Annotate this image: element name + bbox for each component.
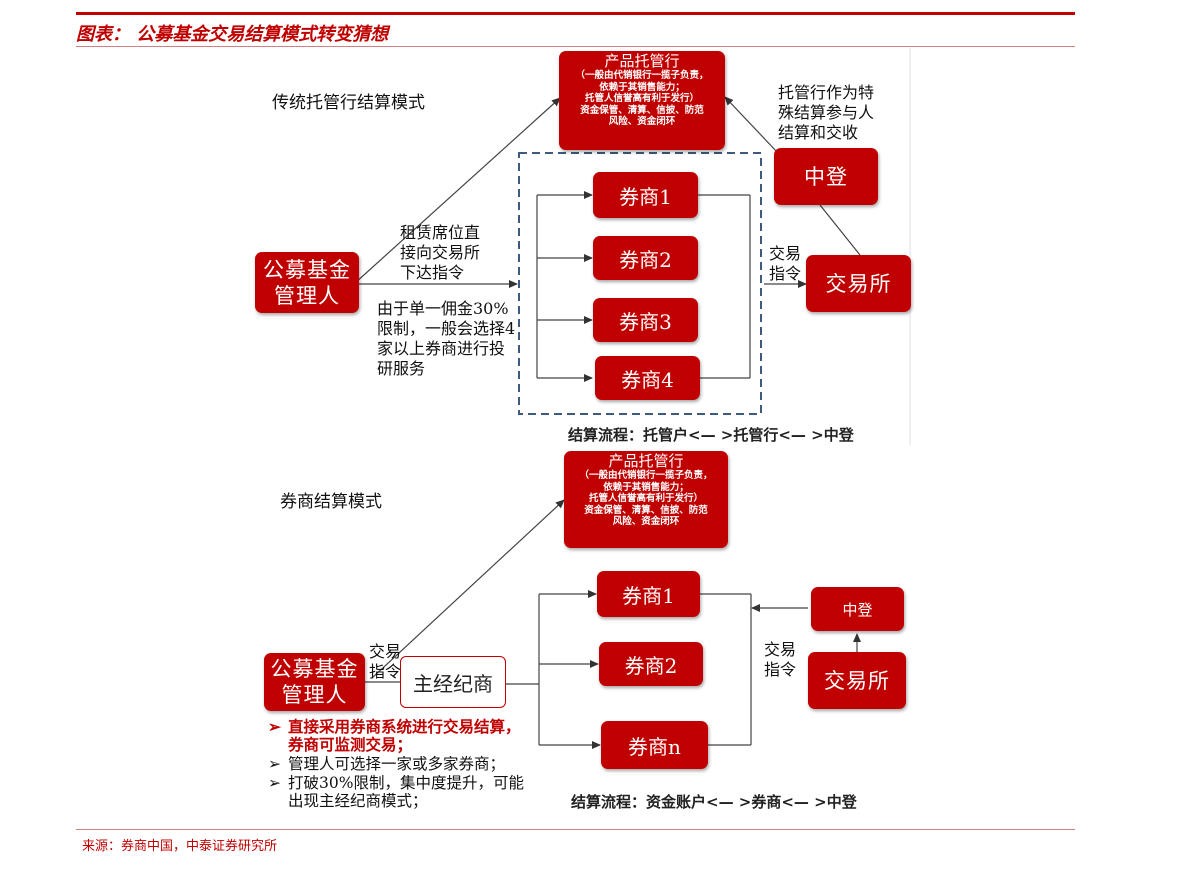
custodian-box-bottom: 产品托管行 （一般由代销银行一揽子负责， 依赖于其销售能力； 托管人信誉高有利于…: [564, 451, 728, 548]
exchange-label: 交易所: [825, 271, 892, 296]
notes-list: ➢ 直接采用券商系统进行交易结算，券商可监测交易； ➢ 管理人可选择一家或多家券…: [268, 718, 530, 811]
csdc-label: 中登: [804, 164, 848, 189]
prime-broker-box: 主经纪商: [400, 656, 506, 708]
broker-label: 券商4: [621, 367, 674, 392]
csdc-note: 托管行作为特殊结算参与人结算和交收: [778, 83, 875, 142]
top-rule: [76, 12, 1075, 15]
custodian-desc: （一般由代销银行一揽子负责， 依赖于其销售能力； 托管人信誉高有利于发行） 资金…: [579, 470, 713, 527]
broker-label: 券商1: [619, 184, 672, 209]
broker-1-box: 券商1: [593, 172, 698, 218]
note-text: 管理人可选择一家或多家券商；: [288, 755, 506, 773]
exchange-label: 交易所: [824, 668, 890, 693]
broker-1-box-b: 券商1: [597, 571, 700, 617]
arrow-bullet-icon: ➢: [268, 755, 281, 773]
broker-label: 券商3: [619, 309, 672, 334]
broker-4-box: 券商4: [595, 356, 700, 400]
note-item: ➢ 直接采用券商系统进行交易结算，券商可监测交易；: [268, 718, 530, 754]
fund-manager-box-top: 公募基金管理人: [255, 252, 359, 313]
footer-rule: [76, 829, 1075, 830]
broker-label: 券商n: [628, 734, 681, 759]
arrow-bullet-icon: ➢: [268, 774, 281, 792]
broker-mode-title: 券商结算模式: [280, 492, 382, 512]
line-exchange-csdc: [819, 204, 861, 256]
arrow-manager-to-custodian-b: [371, 499, 565, 679]
arrow-manager-to-custodian: [354, 97, 561, 284]
broker-label: 券商1: [622, 583, 675, 608]
note-item: ➢ 管理人可选择一家或多家券商；: [268, 755, 530, 773]
broker-group-dashed: [518, 152, 762, 415]
fund-manager-box-bottom: 公募基金管理人: [264, 653, 365, 711]
fund-manager-label: 公募基金管理人: [270, 657, 359, 707]
csdc-label: 中登: [842, 600, 873, 619]
custodian-title: 产品托管行: [608, 452, 684, 470]
fund-manager-label: 公募基金管理人: [263, 257, 351, 308]
exchange-box-top: 交易所: [806, 255, 911, 312]
traditional-mode-title: 传统托管行结算模式: [272, 93, 425, 113]
commission-note: 由于单一佣金30%限制，一般会选择4家以上券商进行投研服务: [377, 299, 516, 378]
broker-n-box-b: 券商n: [601, 721, 708, 769]
settlement-flow-top: 结算流程：托管户<— >托管行<— >中登: [568, 426, 854, 444]
exchange-box-bottom: 交易所: [808, 652, 906, 709]
custodian-title: 产品托管行: [604, 52, 680, 70]
seat-label: 租赁席位直接向交易所下达指令: [400, 223, 481, 282]
settlement-flow-bottom: 结算流程：资金账户<— >券商<— >中登: [571, 793, 857, 811]
custodian-box-top: 产品托管行 （一般由代销银行一揽子负责， 依赖于其销售能力； 托管人信誉高有利于…: [559, 51, 725, 150]
figure-title: 图表： 公募基金交易结算模式转变猜想: [76, 24, 389, 45]
broker-label: 券商2: [619, 247, 672, 272]
trade-instruction-label-left: 交易指令: [369, 642, 402, 681]
trade-instruction-label-right: 交易指令: [764, 640, 797, 679]
broker-3-box: 券商3: [593, 298, 698, 342]
csdc-box-top: 中登: [774, 148, 878, 205]
broker-2-box-b: 券商2: [599, 642, 703, 686]
csdc-box-bottom: 中登: [811, 587, 904, 631]
note-text: 直接采用券商系统进行交易结算，券商可监测交易；: [288, 717, 521, 754]
custodian-desc: （一般由代销银行一揽子负责， 依赖于其销售能力； 托管人信誉高有利于发行） 资金…: [575, 70, 709, 127]
broker-label: 券商2: [624, 653, 678, 678]
source-note: 来源：券商中国，中泰证券研究所: [82, 839, 278, 854]
header-rule: [76, 46, 1075, 47]
arrow-csdc-to-custodian: [724, 96, 779, 154]
trade-instruction-label: 交易指令: [769, 244, 802, 283]
note-item: ➢ 打破30%限制，集中度提升，可能出现主经纪商模式；: [268, 774, 530, 810]
note-text: 打破30%限制，集中度提升，可能出现主经纪商模式；: [288, 774, 524, 810]
arrow-bullet-icon: ➢: [268, 717, 281, 736]
broker-2-box: 券商2: [593, 236, 698, 280]
prime-broker-label: 主经纪商: [413, 671, 493, 696]
